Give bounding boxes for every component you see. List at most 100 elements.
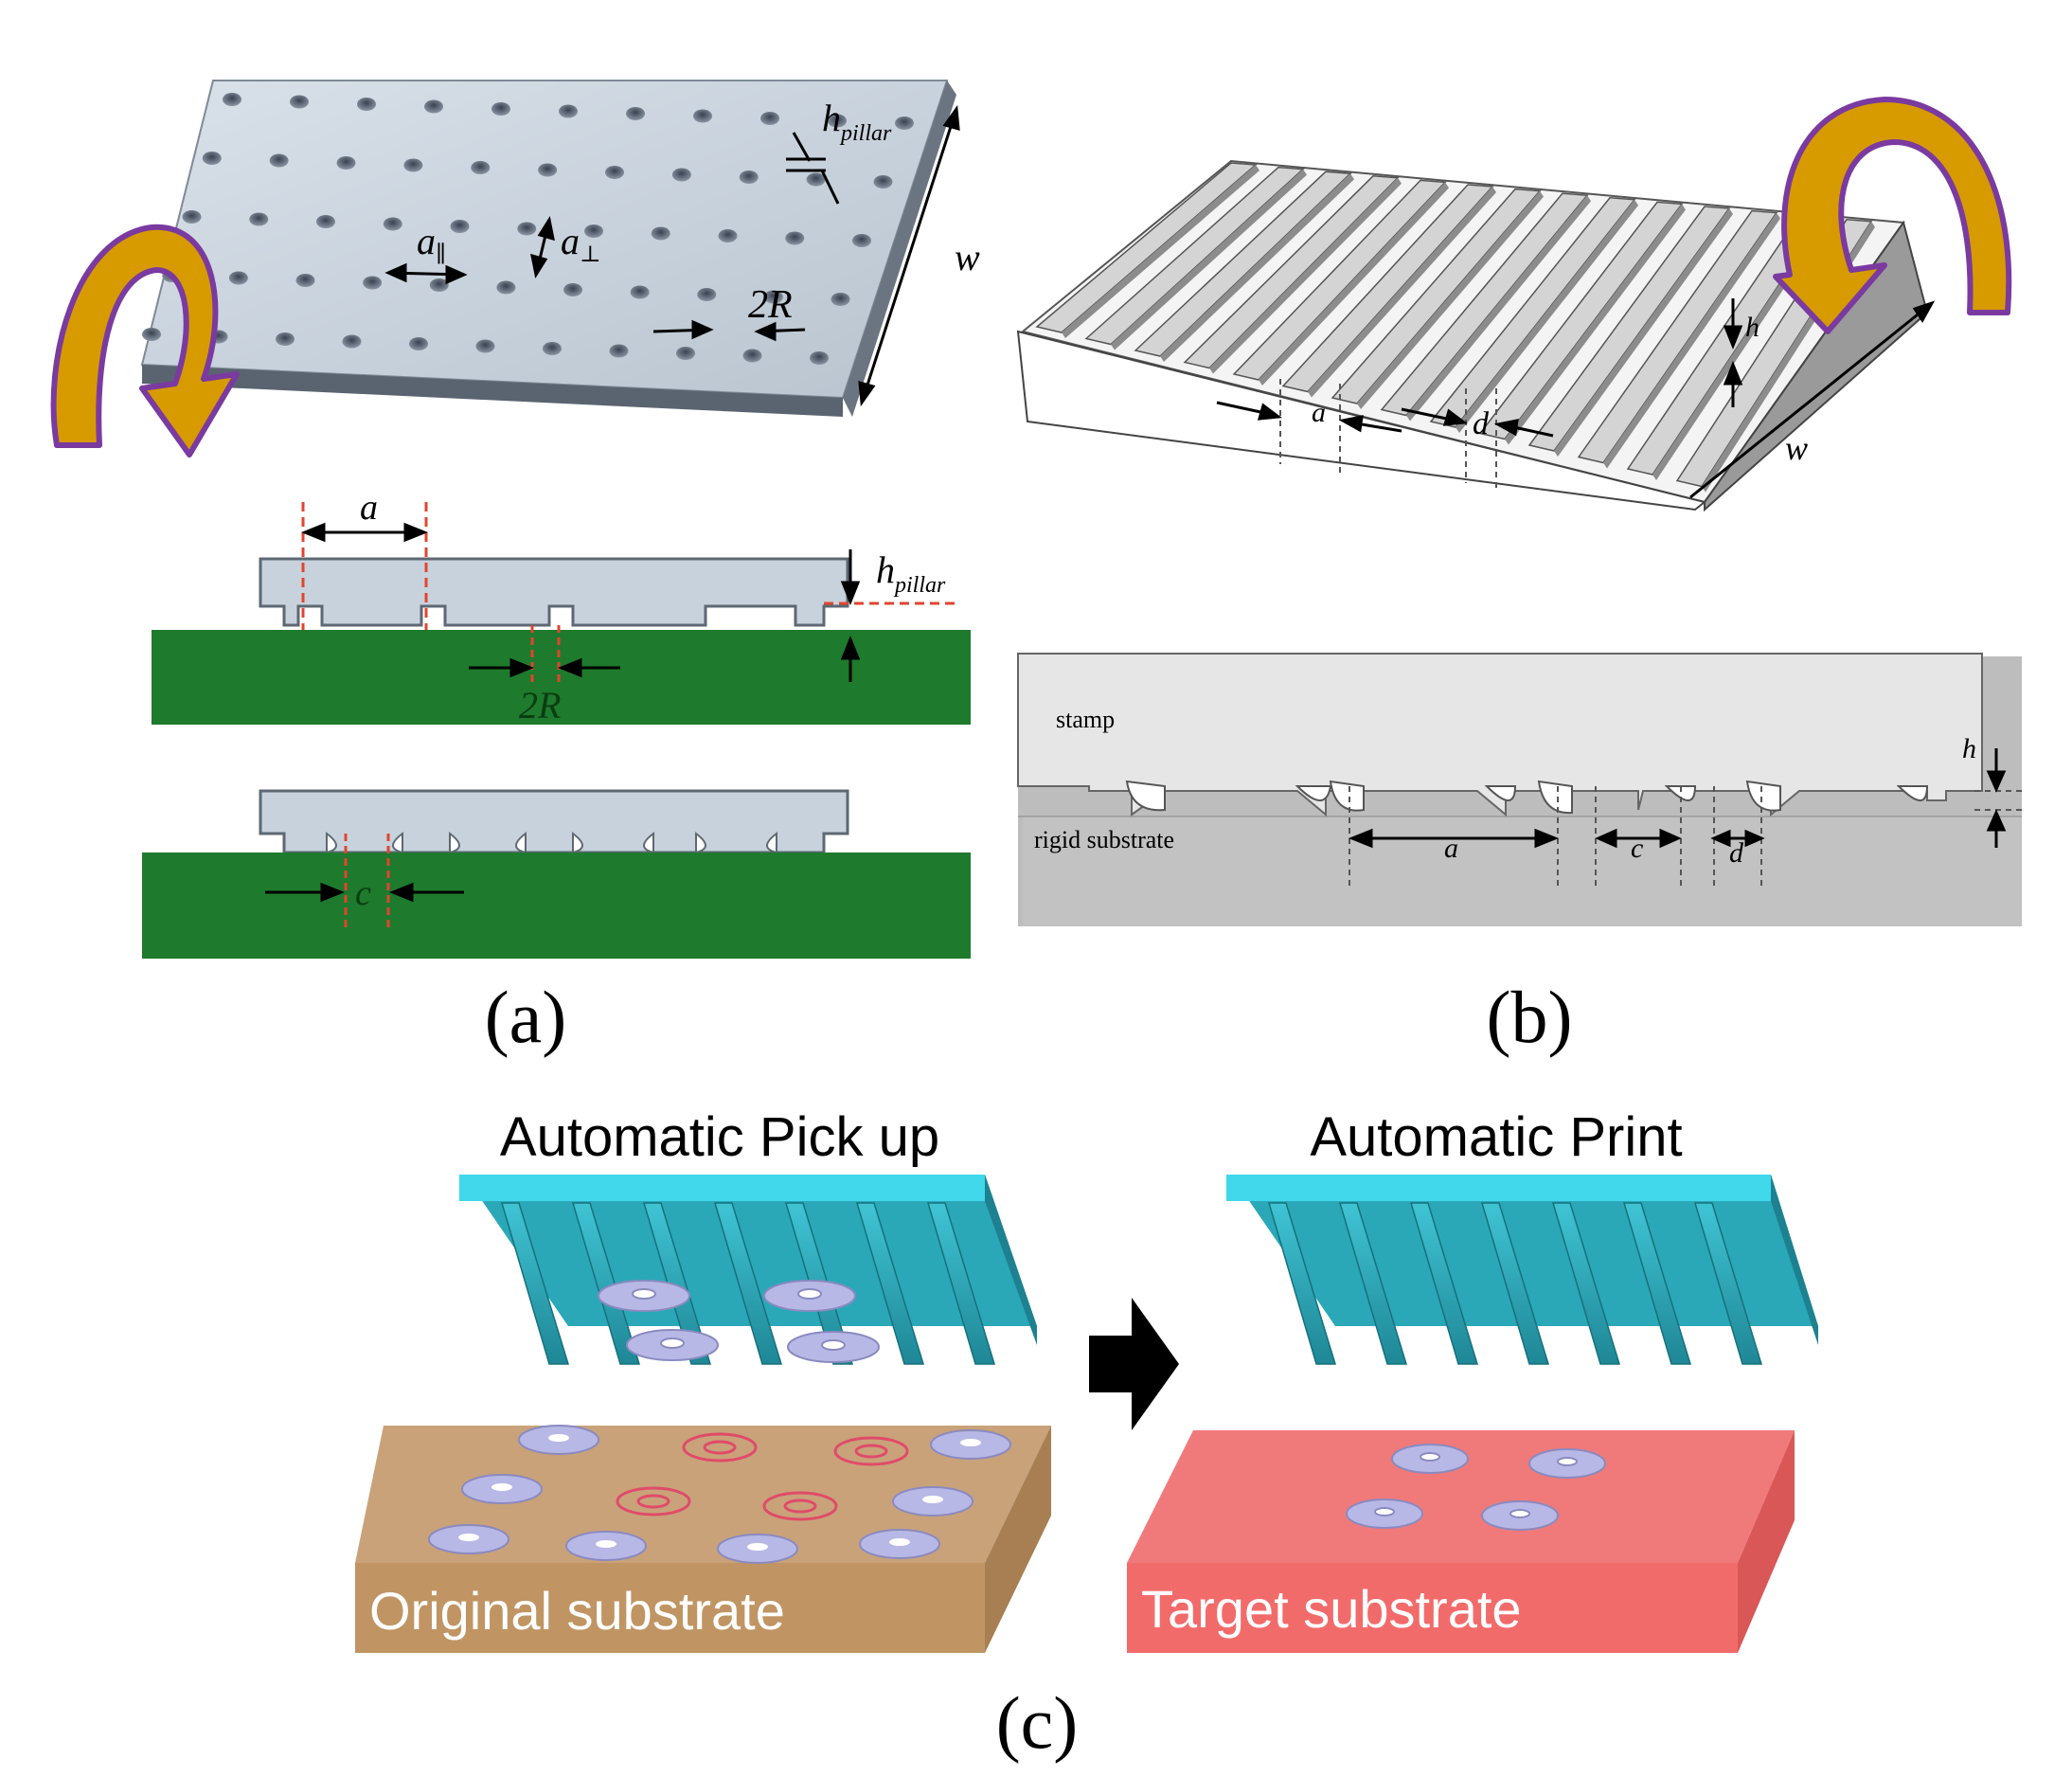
w-label-a: w [955,236,980,278]
empty-site-ring [616,1486,691,1517]
a-perp-dimension [530,216,555,278]
c-label-b: c [1631,833,1643,864]
pillar-dimple [383,217,402,231]
substrate-disk-hole [960,1439,981,1446]
substrate-disk-hole [889,1538,910,1546]
grating-ridge-side [1505,204,1686,445]
pillar-dimple [142,328,161,341]
flip-arrow-a [50,224,240,458]
a-label-section-b: a [1444,833,1458,864]
grating-ridge-side [1456,199,1638,433]
pillar-dimple [357,98,376,111]
empty-site-ring [833,1436,909,1466]
grating-ridge-side [1406,195,1591,422]
pillar-dimple [697,288,717,301]
pillar-dimple [651,226,670,241]
original-substrate-label: Original substrate [369,1581,785,1641]
stamp-ridge [1693,1202,1763,1365]
pillar-dimple [563,283,582,296]
a-label-section: a [360,488,378,528]
empty-site-ring-inner [854,1444,888,1459]
pillar-dimple [363,276,383,290]
pillar-dimple [316,215,335,228]
pillar-dimple [409,337,428,350]
pillar-dimple [471,161,491,174]
pillar-dimple [630,285,650,299]
pillar-dimple [202,152,222,165]
pillar-dimple [742,349,762,363]
pillar-dimple [609,344,629,358]
pillar-dimple [342,334,362,349]
pillar-dimple [785,231,805,245]
stamp-ridge [1267,1202,1337,1365]
pillar-dimple [873,175,893,188]
two-r-label-3d: 2R [748,283,793,327]
stamp-ridge [500,1202,570,1365]
panel-a: hpillar a∥ a⊥ 2R w [50,80,980,1058]
grating-ridge-side [1209,177,1402,374]
grating-ridge-side [1062,165,1259,338]
pillar-dimple [718,229,738,242]
pickup-stamp-ridges [500,1202,996,1365]
grating-ridge-side [1111,169,1307,350]
c-label-a: c [355,873,371,913]
stamp-ridge [642,1202,712,1365]
pillar-dimple [671,168,691,182]
pillar-dimple [831,293,850,306]
cross-section-contact: a 2R hpillar [152,488,971,727]
empty-site-ring [762,1491,838,1521]
pillar-dimple [491,102,510,116]
pillar-dimple [676,347,695,360]
substrate-disk-hole [491,1483,512,1491]
original-substrate: Original substrate [355,1425,1051,1653]
substrate-disk-hole [548,1434,569,1442]
substrate-disk-hole [596,1540,616,1548]
print-title: Automatic Print [1310,1106,1682,1168]
pillar-dimple [559,104,578,118]
pillar-dimple [496,280,516,295]
original-substrate-disks [428,1425,1011,1564]
pillar-dimple [693,109,712,123]
pillar-dimple [223,93,241,106]
two-r-dimension-3d [652,319,806,342]
pillar-dimple [810,351,829,365]
d-label-section-b: d [1729,837,1744,869]
panel-b: a d h w [1016,97,2022,1058]
pillar-dimple [895,117,914,130]
pillar-dimple [295,274,315,287]
pillar-dimple [806,172,826,187]
pillar-dimple [626,107,645,120]
pillar-dimple [760,112,779,125]
target-substrate-label: Target substrate [1141,1579,1522,1639]
substrate-disk-hole [458,1534,479,1541]
caption-a: (a) [485,976,567,1058]
grating-ridge-side [1554,208,1733,457]
pillar-dimple [403,158,423,172]
d-label-3d-b: d [1473,406,1490,441]
pillar-dimple [336,156,356,170]
caption-b: (b) [1487,976,1573,1058]
pillar-dimple [475,339,495,353]
two-r-label-section: 2R [519,684,561,727]
pickup-title: Automatic Pick up [500,1106,939,1168]
w-label-b: w [1785,429,1808,467]
stamp-ridge [1409,1202,1479,1365]
a-parallel-label: a∥ [417,220,446,267]
w-dimension-a [858,104,960,407]
grating-stamp-3d [1016,159,1929,512]
target-substrate: Target substrate [1127,1430,1795,1653]
stamp-ridge [1480,1202,1550,1365]
a-label-3d-b: a [1312,397,1326,428]
grating-ridge-side [1160,173,1354,362]
empty-site-ring-inner [636,1494,670,1509]
pillar-dimple [276,332,295,346]
stamp-ridge [571,1202,641,1365]
pillar-dimple [249,212,269,226]
grating-ridge-side [1603,212,1780,469]
pillar-dimple [517,222,537,236]
h-pillar-dimension-3d [786,132,840,205]
panel-c: Automatic Pick up Automatic Print [355,1106,1818,1764]
grating-ridge-side [1308,187,1496,398]
pillar-dimple [852,234,871,247]
